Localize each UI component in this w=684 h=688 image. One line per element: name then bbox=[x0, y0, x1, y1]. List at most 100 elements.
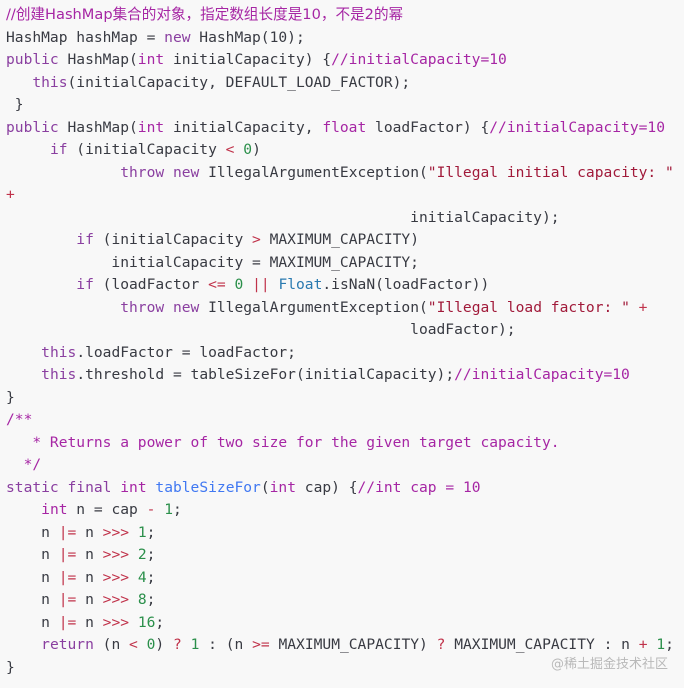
code-token: ; bbox=[146, 568, 156, 586]
code-token: >>> bbox=[102, 591, 130, 608]
code-token bbox=[6, 276, 76, 293]
code-token: - bbox=[146, 501, 156, 518]
code-token: 1 bbox=[164, 501, 173, 518]
code-token: (n bbox=[93, 636, 130, 653]
code-token bbox=[129, 591, 138, 608]
code-token: new bbox=[172, 298, 200, 316]
code-token: || bbox=[252, 276, 270, 293]
code-token: n = cap bbox=[67, 501, 147, 518]
code-token: IllegalArgumentException( bbox=[199, 298, 428, 316]
code-token: int bbox=[137, 51, 165, 68]
code-token: n bbox=[6, 613, 59, 631]
code-token bbox=[6, 344, 41, 361]
code-token: |= bbox=[58, 613, 77, 631]
code-token bbox=[129, 546, 138, 563]
code-line: HashMap hashMap = new HashMap(10); bbox=[6, 27, 684, 50]
code-token bbox=[6, 231, 76, 248]
code-token bbox=[155, 501, 164, 518]
code-token bbox=[648, 636, 657, 653]
code-token: |= bbox=[58, 523, 77, 541]
code-line: /** bbox=[6, 409, 684, 432]
code-token: } bbox=[6, 96, 24, 113]
code-token: + bbox=[638, 298, 648, 316]
code-token: 4 bbox=[137, 568, 147, 586]
code-token: ; bbox=[146, 546, 156, 563]
code-line: if (initialCapacity < 0) bbox=[6, 139, 684, 162]
code-token: //initialCapacity=10 bbox=[489, 118, 665, 136]
code-line: n |= n >>> 16; bbox=[6, 612, 684, 635]
code-token: n bbox=[6, 546, 59, 563]
code-token: |= bbox=[58, 546, 77, 563]
code-token: MAXIMUM_CAPACITY) bbox=[269, 636, 437, 653]
code-line: * Returns a power of two size for the gi… bbox=[6, 432, 684, 455]
code-token: ; bbox=[146, 523, 156, 541]
code-token: n bbox=[76, 523, 103, 541]
code-token: ; bbox=[146, 591, 156, 608]
code-token: //initialCapacity=10 bbox=[331, 51, 507, 68]
code-token bbox=[6, 636, 41, 653]
code-line: if (initialCapacity > MAXIMUM_CAPACITY) bbox=[6, 229, 684, 252]
code-line: } bbox=[6, 387, 684, 410]
code-token: 2 bbox=[137, 546, 147, 563]
watermark: @稀土掘金技术社区 bbox=[550, 657, 668, 672]
code-token bbox=[243, 276, 252, 293]
code-token: + bbox=[6, 186, 15, 203]
code-token: ; bbox=[155, 613, 165, 631]
code-token: ( bbox=[260, 478, 270, 496]
code-line: initialCapacity); bbox=[6, 207, 684, 230]
code-token bbox=[630, 299, 639, 316]
code-token: 0 bbox=[243, 141, 253, 158]
code-line: this.loadFactor = loadFactor; bbox=[6, 342, 684, 365]
code-line: + bbox=[6, 184, 684, 207]
code-token: > bbox=[252, 231, 261, 248]
code-token: int bbox=[269, 478, 296, 496]
code-token bbox=[6, 164, 120, 181]
code-token: loadFactor); bbox=[6, 321, 516, 338]
code-token bbox=[129, 569, 138, 586]
code-token: .threshold = tableSizeFor(initialCapacit… bbox=[76, 366, 455, 383]
code-token: if bbox=[49, 141, 68, 158]
code-token: ) bbox=[252, 141, 261, 158]
code-token: .isNaN(loadFactor)) bbox=[322, 276, 490, 293]
code-token bbox=[6, 299, 120, 316]
code-token: if bbox=[76, 231, 94, 248]
code-token: ; bbox=[172, 501, 182, 518]
code-token: static bbox=[6, 478, 59, 496]
code-token: (initialCapacity, DEFAULT_LOAD_FACTOR); bbox=[67, 73, 411, 91]
code-token: throw bbox=[120, 298, 165, 316]
code-token: <= bbox=[208, 276, 226, 293]
code-token: HashMap hashMap = bbox=[6, 28, 165, 46]
code-line: } bbox=[6, 94, 684, 117]
code-token bbox=[234, 141, 243, 158]
code-token bbox=[6, 74, 32, 91]
code-token: * Returns a power of two size for the gi… bbox=[6, 433, 560, 451]
code-token: this bbox=[32, 73, 68, 91]
code-token: n bbox=[6, 523, 59, 541]
code-line: loadFactor); bbox=[6, 319, 684, 342]
code-token: throw bbox=[120, 163, 165, 181]
code-token bbox=[164, 164, 173, 181]
code-token: IllegalArgumentException( bbox=[199, 163, 428, 181]
code-line: n |= n >>> 4; bbox=[6, 567, 684, 590]
code-token: 1 bbox=[190, 636, 200, 653]
code-token: int bbox=[137, 118, 165, 136]
code-token: } bbox=[6, 658, 15, 676]
code-token bbox=[164, 299, 173, 316]
code-token: ; bbox=[665, 636, 674, 653]
code-token: >>> bbox=[102, 613, 130, 631]
code-token: HashMap(10); bbox=[190, 28, 305, 46]
code-token: /** bbox=[6, 411, 33, 428]
code-token: .loadFactor = loadFactor; bbox=[76, 343, 296, 361]
code-token: //创建HashMap集合的对象，指定数组长度是10，不是2的幂 bbox=[6, 6, 404, 23]
code-line: n |= n >>> 2; bbox=[6, 544, 684, 567]
code-token: n bbox=[6, 591, 59, 608]
code-token: loadFactor) { bbox=[366, 118, 490, 136]
code-token: : (n bbox=[199, 636, 253, 653]
code-token: (initialCapacity bbox=[93, 231, 253, 248]
code-token: cap) { bbox=[296, 478, 358, 496]
code-token: */ bbox=[6, 456, 42, 473]
code-token bbox=[182, 636, 191, 653]
code-token: + bbox=[638, 636, 648, 653]
code-token: initialCapacity); bbox=[6, 208, 560, 226]
